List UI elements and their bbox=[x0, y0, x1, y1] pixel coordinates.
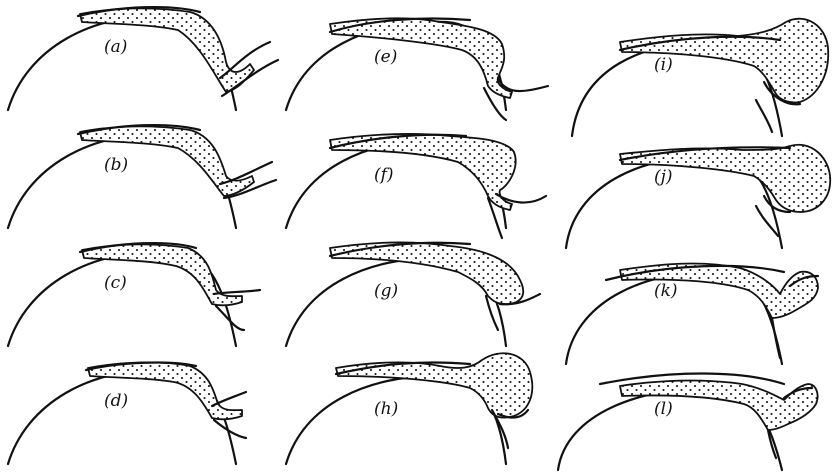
panel-label: (k) bbox=[654, 281, 678, 301]
panel-label: (b) bbox=[104, 155, 128, 175]
panel-label: (j) bbox=[654, 167, 673, 187]
panel-label: (c) bbox=[104, 273, 127, 293]
panel-label: (g) bbox=[374, 281, 398, 301]
panel-h: (h) bbox=[286, 353, 532, 464]
panel-label: (a) bbox=[104, 37, 127, 57]
panel-label: (e) bbox=[374, 47, 397, 67]
panel-c: (c) bbox=[8, 243, 260, 346]
panel-l: (l) bbox=[558, 374, 818, 471]
panel-label: (l) bbox=[654, 399, 673, 419]
panel-b: (b) bbox=[8, 125, 276, 228]
panel-e: (e) bbox=[286, 18, 548, 120]
panel-label: (h) bbox=[374, 399, 398, 419]
tail-line bbox=[772, 318, 780, 358]
panel-f: (f) bbox=[286, 134, 546, 238]
panel-d: (d) bbox=[8, 362, 246, 464]
panel-label: (f) bbox=[374, 165, 394, 185]
panel-j: (j) bbox=[566, 145, 830, 248]
stippled-plume bbox=[330, 18, 512, 98]
tail-line bbox=[756, 100, 772, 132]
panel-g: (g) bbox=[286, 242, 540, 346]
panel-a: (a) bbox=[8, 7, 278, 110]
panel-label: (i) bbox=[654, 55, 673, 75]
tail-line bbox=[756, 206, 778, 236]
panel-i: (i) bbox=[572, 19, 828, 136]
stippled-plume bbox=[620, 19, 828, 103]
panel-label: (d) bbox=[104, 391, 128, 411]
stippled-plume bbox=[330, 242, 523, 304]
stippled-plume bbox=[620, 380, 818, 430]
panel-k: (k) bbox=[566, 264, 818, 364]
